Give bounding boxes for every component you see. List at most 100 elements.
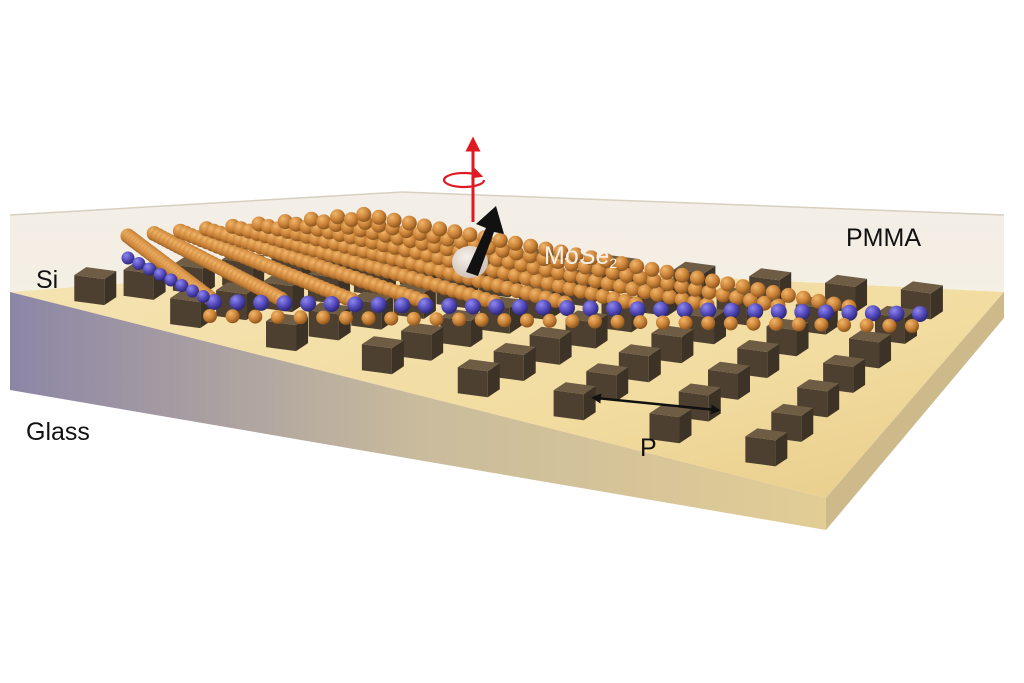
pillar-side: [714, 310, 727, 345]
molybdenum-atom: [912, 306, 928, 322]
selenium-atom: [330, 209, 346, 225]
pillar-front: [745, 436, 776, 467]
pillar-side: [827, 383, 840, 418]
molybdenum-atom: [186, 284, 199, 298]
selenium-atom: [371, 209, 387, 225]
silicon-pillar: [493, 342, 536, 381]
molybdenum-atom: [606, 300, 623, 317]
pillar-top: [529, 326, 572, 339]
selenium-atom: [568, 247, 584, 263]
molybdenum-atom: [370, 296, 387, 313]
pillar-side: [801, 407, 814, 442]
selenium-atom: [735, 279, 751, 295]
pillar-front: [649, 413, 680, 444]
molybdenum-atom: [817, 304, 834, 321]
pmma-top-edge: [9, 191, 403, 216]
molybdenum-atom: [121, 251, 135, 265]
pillar-side: [559, 330, 572, 365]
selenium-atom: [338, 310, 353, 325]
spin-rotation-symbol: [442, 136, 486, 222]
selenium-atom: [270, 310, 285, 324]
silicon-pillar: [457, 359, 500, 398]
pillar-side: [681, 329, 694, 364]
pillar-side: [391, 340, 404, 375]
pillar-top: [825, 274, 868, 287]
molybdenum-atom: [229, 294, 246, 311]
selenium-atom: [384, 311, 399, 326]
molybdenum-atom: [511, 299, 528, 316]
selenium-atom: [729, 290, 745, 306]
pillar-top: [678, 383, 721, 396]
selenium-atom: [401, 215, 417, 231]
pillar-top: [749, 268, 792, 281]
pillar-top: [737, 340, 780, 353]
glass-front-face: [10, 292, 826, 530]
selenium-atom: [474, 312, 489, 327]
pillar-top: [823, 354, 866, 367]
selenium-atom: [361, 311, 376, 326]
pillar-front: [553, 390, 584, 421]
selenium-atom: [780, 287, 796, 303]
exciton-emitter: [452, 206, 504, 278]
pillar-top: [361, 336, 404, 349]
pillar-top: [708, 361, 751, 374]
selenium-atom: [520, 313, 534, 328]
pillar-top: [771, 403, 814, 416]
pillar-top: [618, 344, 661, 357]
pillar-side: [431, 326, 444, 361]
mose2-label-subscript: 2: [609, 255, 618, 271]
molybdenum-atom: [700, 302, 717, 319]
molybdenum-atom: [582, 300, 599, 317]
selenium-atom: [356, 206, 372, 222]
molybdenum-atom: [629, 301, 646, 318]
silicon-pillar: [745, 428, 788, 467]
rotation-loop-arrow: [442, 168, 486, 189]
selenium-atom: [526, 260, 542, 275]
pillar-side: [487, 363, 500, 398]
selenium-atom: [598, 253, 614, 269]
selenium-atom: [660, 276, 676, 292]
pillar-top: [586, 363, 629, 376]
selenium-atom: [542, 313, 557, 328]
silicon-pillar: [553, 382, 596, 421]
pillar-front: [266, 321, 297, 352]
pillar-front: [123, 269, 154, 300]
selenium-atom: [746, 316, 761, 331]
molybdenum-atom: [143, 262, 156, 276]
pillar-top: [553, 382, 596, 395]
molybdenum-atom: [175, 279, 189, 292]
selenium-atom: [650, 286, 665, 302]
molybdenum-atom: [464, 298, 481, 315]
molybdenum-atom: [723, 302, 740, 319]
pillar-front: [308, 310, 339, 341]
pillar-side: [767, 344, 780, 379]
selenium-atom: [386, 212, 402, 228]
selenium-atom: [674, 267, 690, 283]
pillar-top: [401, 322, 444, 335]
selenium-atom: [551, 265, 567, 281]
selenium-atom: [632, 270, 648, 286]
molybdenum-atom: [559, 300, 575, 316]
molybdenum-atom: [253, 294, 270, 311]
selenium-atom: [859, 318, 874, 333]
selenium-atom: [905, 319, 919, 333]
pillar-front: [493, 350, 524, 381]
selenium-atom: [565, 314, 580, 329]
selenium-atom: [705, 273, 720, 289]
magnetic-moment-arrow: [466, 206, 504, 276]
molybdenum-atom: [864, 305, 881, 322]
selenium-atom: [203, 309, 217, 323]
molybdenum-atom: [153, 268, 167, 281]
pillar-side: [930, 285, 943, 320]
selenium-atom: [316, 214, 332, 230]
molybdenum-atom: [888, 305, 905, 322]
pillar-top: [74, 267, 117, 280]
pillar-side: [679, 409, 692, 444]
selenium-atom: [507, 235, 523, 251]
pmma-label: PMMA: [846, 224, 921, 252]
selenium-atom: [646, 273, 662, 289]
period-label: P: [640, 434, 657, 462]
selenium-atom: [452, 312, 467, 327]
molybdenum-atom: [653, 301, 670, 318]
selenium-atom: [429, 312, 444, 327]
